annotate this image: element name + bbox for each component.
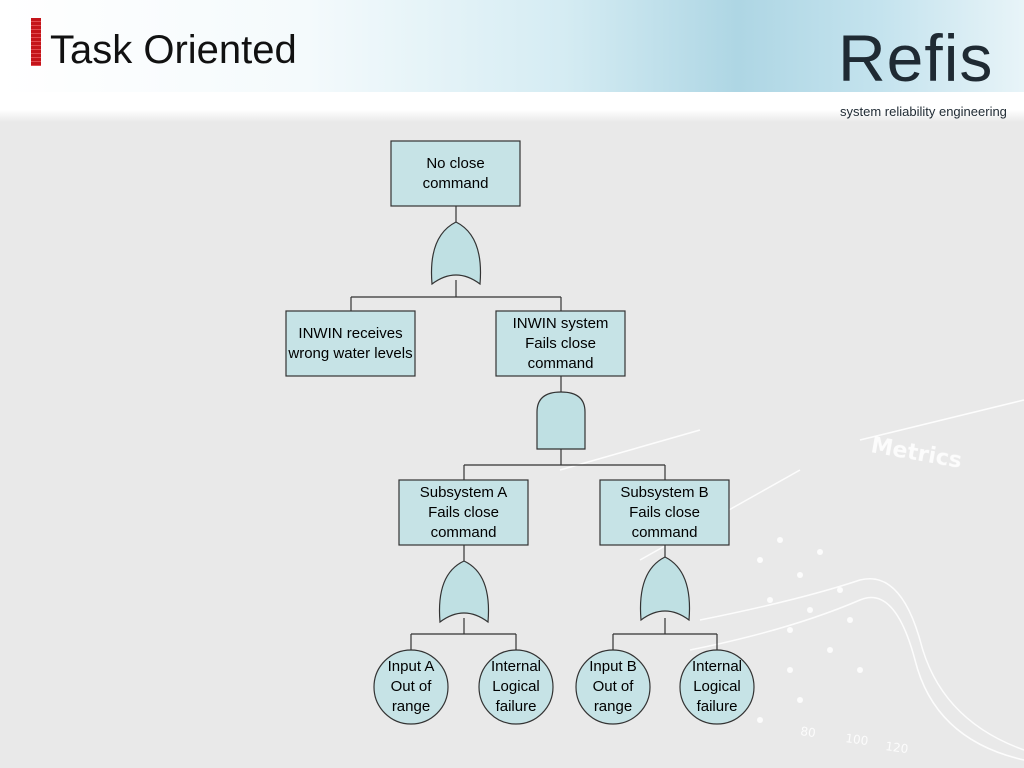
header-banner — [0, 0, 1024, 100]
page-title: Task Oriented — [50, 28, 297, 72]
svg-text:100: 100 — [845, 731, 870, 748]
event-label-internal-b: Internal Logical failure — [691, 658, 743, 715]
and-gate-icon — [536, 391, 586, 450]
logo-tagline: system reliability engineering — [840, 104, 1007, 119]
node-box-inwin-receives — [285, 310, 416, 377]
basic-event-input-a — [373, 649, 449, 725]
node-label-inwin-receives: INWIN receives wrong water levels — [288, 324, 413, 362]
basic-event-internal-a — [478, 649, 554, 725]
event-label-input-b: Input B Out of range — [589, 658, 637, 715]
svg-text:120: 120 — [885, 739, 910, 756]
or-gate-icon — [438, 560, 490, 624]
refis-logo: Refis — [838, 21, 994, 95]
node-label-top: No close command — [422, 154, 489, 192]
or-gate-icon — [430, 221, 482, 286]
node-label-subsystem-a: Subsystem A Fails close command — [419, 483, 508, 541]
node-box-inwin-system — [495, 310, 626, 377]
node-label-inwin-system: INWIN system Fails close command — [512, 314, 609, 372]
header-stripe — [0, 92, 1024, 122]
event-label-input-a: Input A Out of range — [387, 658, 435, 715]
basic-event-internal-b — [679, 649, 755, 725]
event-label-internal-a: Internal Logical failure — [490, 658, 542, 715]
node-box-subsystem-b — [599, 479, 730, 546]
title-marker — [31, 18, 41, 66]
node-label-subsystem-b: Subsystem B Fails close command — [620, 483, 709, 541]
or-gate-icon — [639, 556, 691, 622]
node-box-subsystem-a — [398, 479, 529, 546]
basic-event-input-b — [575, 649, 651, 725]
node-box-top — [390, 140, 521, 207]
svg-text:80: 80 — [800, 724, 817, 740]
